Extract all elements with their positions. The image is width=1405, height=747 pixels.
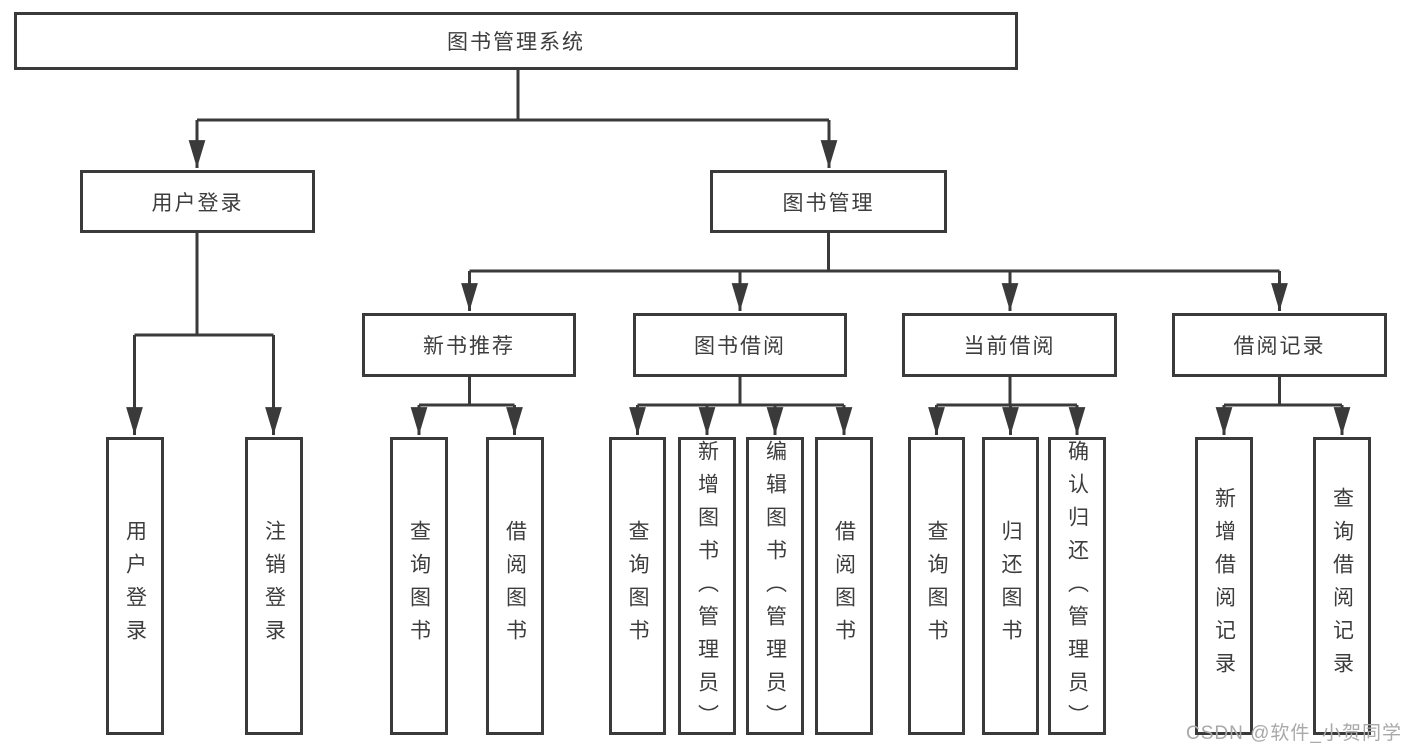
connector-user-login-children <box>126 233 282 435</box>
leaf-query-borrow-record-label: 查询借阅记录 <box>1330 487 1354 685</box>
node-current-borrow: 当前借阅 <box>902 313 1117 377</box>
leaf-logout-label: 注销登录 <box>262 520 286 652</box>
leaf-query-books-borrow-label: 查询图书 <box>626 520 649 652</box>
csdn-watermark: CSDN @软件_小贺同学 <box>1186 723 1402 744</box>
leaf-confirm-return-admin-label: 确认归还（管理员） <box>1065 440 1089 737</box>
leaf-query-books-current: 查询图书 <box>908 437 965 735</box>
node-book-management: 图书管理 <box>710 170 947 233</box>
leaf-add-borrow-record: 新增借阅记录 <box>1195 437 1253 735</box>
leaf-add-borrow-record-label: 新增借阅记录 <box>1212 487 1236 685</box>
connector-current-borrow-children <box>928 377 1086 435</box>
node-book-borrow: 图书借阅 <box>633 313 847 377</box>
leaf-query-books-borrow: 查询图书 <box>609 437 666 735</box>
leaf-edit-book-admin-label: 编辑图书（管理员） <box>763 440 787 737</box>
connector-root-to-level1 <box>188 70 838 168</box>
leaf-return-books-label: 归还图书 <box>999 520 1022 652</box>
leaf-add-book-admin-label: 新增图书（管理员） <box>695 440 719 737</box>
leaf-query-books-current-label: 查询图书 <box>925 520 948 652</box>
leaf-edit-book-admin: 编辑图书（管理员） <box>746 437 804 737</box>
connector-book-borrow-children <box>629 377 853 435</box>
leaf-borrow-books-borrow: 借阅图书 <box>815 437 873 735</box>
leaf-query-borrow-record: 查询借阅记录 <box>1313 437 1371 735</box>
leaf-return-books: 归还图书 <box>982 437 1039 735</box>
connector-book-management-children <box>461 233 1288 311</box>
leaf-borrow-books-borrow-label: 借阅图书 <box>832 520 856 652</box>
leaf-logout: 注销登录 <box>245 437 303 735</box>
node-user-login: 用户登录 <box>80 170 315 233</box>
leaf-user-login: 用户登录 <box>106 437 164 735</box>
node-borrow-records: 借阅记录 <box>1172 313 1387 377</box>
leaf-query-books-newbook-label: 查询图书 <box>407 520 431 652</box>
node-library-system: 图书管理系统 <box>14 12 1018 70</box>
connector-borrow-records-children <box>1215 377 1351 435</box>
connector-new-book-children <box>410 377 523 435</box>
leaf-confirm-return-admin: 确认归还（管理员） <box>1048 437 1106 737</box>
leaf-query-books-newbook: 查询图书 <box>390 437 448 735</box>
leaf-borrow-books-newbook-label: 借阅图书 <box>503 520 527 652</box>
leaf-borrow-books-newbook: 借阅图书 <box>486 437 544 735</box>
leaf-user-login-label: 用户登录 <box>123 520 147 652</box>
node-new-book-recommend: 新书推荐 <box>362 313 576 377</box>
leaf-add-book-admin: 新增图书（管理员） <box>678 437 736 737</box>
